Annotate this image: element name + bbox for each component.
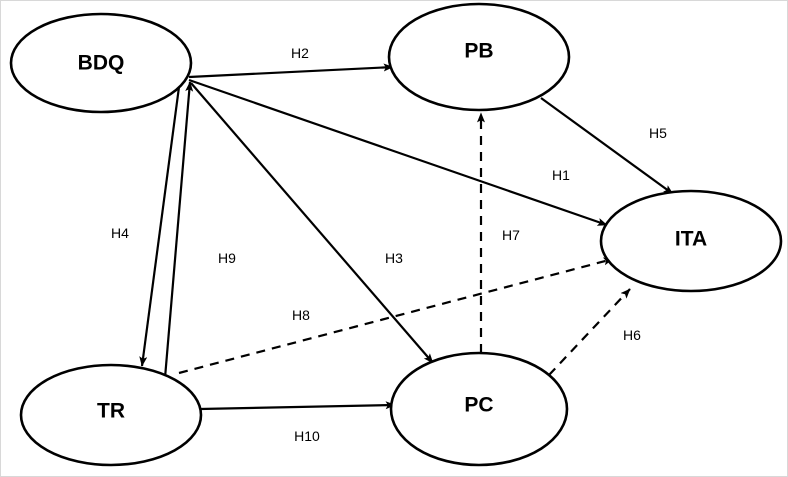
edge-h3-line	[190, 82, 434, 364]
edge-label-h5: H5	[649, 125, 667, 141]
node-tr-ellipse[interactable]	[19, 363, 203, 467]
edge-label-h3: H3	[385, 250, 403, 266]
edge-label-h9: H9	[218, 250, 236, 266]
edge-h1: H1	[188, 78, 608, 227]
edge-h5-line	[540, 97, 674, 195]
edge-h3: H3	[190, 82, 434, 364]
node-bdq-ellipse[interactable]	[9, 12, 193, 114]
node-pc[interactable]: PC	[389, 351, 569, 467]
edge-label-h6: H6	[623, 327, 641, 343]
edge-h4: H4	[111, 86, 181, 367]
node-pc-label: PC	[464, 394, 493, 417]
edge-h7: H7	[477, 112, 520, 353]
edge-label-h7: H7	[502, 227, 520, 243]
node-tr[interactable]: TR	[19, 363, 203, 467]
node-tr-label: TR	[97, 400, 125, 423]
edge-h2-line	[188, 63, 394, 79]
node-pb[interactable]: PB	[387, 2, 571, 112]
edge-h1-line	[188, 78, 608, 227]
node-ita-ellipse[interactable]	[599, 189, 783, 293]
edge-h6-line	[548, 288, 631, 376]
edge-label-h4: H4	[111, 225, 129, 241]
node-pb-ellipse[interactable]	[387, 2, 571, 112]
node-pc-ellipse[interactable]	[389, 351, 569, 467]
node-bdq[interactable]: BDQ	[9, 12, 193, 114]
edge-h9: H9	[163, 81, 236, 379]
edge-label-h10: H10	[294, 428, 320, 444]
edge-h5: H5	[540, 97, 674, 195]
edge-label-h1: H1	[552, 167, 570, 183]
edge-h9-line	[163, 81, 194, 379]
edge-h4-line	[139, 86, 181, 367]
node-pb-label: PB	[464, 40, 493, 63]
node-ita[interactable]: ITA	[599, 189, 783, 293]
edge-h2: H2	[188, 45, 394, 79]
edge-h6: H6	[548, 288, 641, 376]
edge-h10: H10	[199, 401, 396, 444]
edge-h8: H8	[178, 257, 614, 375]
node-ita-label: ITA	[675, 228, 707, 251]
edge-label-h2: H2	[291, 45, 309, 61]
edge-label-h8: H8	[292, 307, 310, 323]
edge-h8-line	[178, 257, 614, 375]
node-bdq-label: BDQ	[78, 52, 125, 75]
edge-h10-line	[199, 401, 396, 411]
